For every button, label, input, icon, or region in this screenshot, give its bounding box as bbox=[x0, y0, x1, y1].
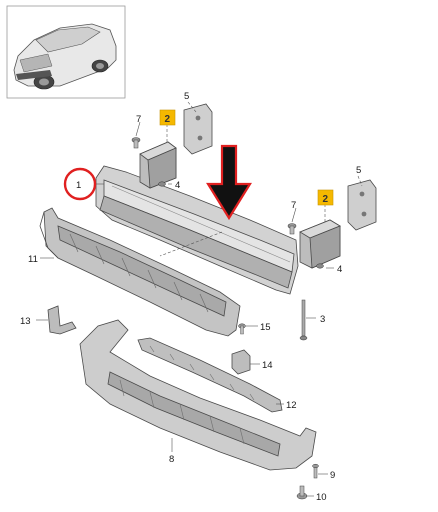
part-7-left-bolt bbox=[131, 137, 141, 149]
car-thumbnail bbox=[6, 5, 126, 99]
part-9-pin bbox=[312, 463, 319, 479]
callout-5-left: 5 bbox=[184, 91, 189, 102]
callout-15: 15 bbox=[260, 322, 271, 333]
callout-7-right: 7 bbox=[291, 200, 296, 211]
part-11-absorber bbox=[39, 207, 241, 337]
callout-8: 8 bbox=[169, 454, 174, 465]
part-10-clip bbox=[296, 485, 308, 500]
callout-1: 1 bbox=[76, 180, 81, 191]
badge-2-left bbox=[159, 109, 176, 126]
part-3-bolt bbox=[299, 299, 308, 341]
part-5-left-plate bbox=[183, 103, 213, 155]
callout-7-left: 7 bbox=[136, 114, 141, 125]
part-15-screw bbox=[238, 323, 246, 335]
callout-11: 11 bbox=[28, 254, 38, 265]
part-4-left-nut bbox=[158, 181, 166, 187]
callout-4-left: 4 bbox=[175, 180, 180, 191]
badge-2-right bbox=[317, 189, 334, 206]
callout-9: 9 bbox=[330, 470, 335, 481]
callout-2-left: 2 bbox=[165, 114, 171, 125]
part-4-right-nut bbox=[316, 263, 324, 269]
part-2-right-bracket bbox=[299, 219, 341, 269]
down-arrow-icon bbox=[206, 144, 252, 221]
callout-3: 3 bbox=[320, 314, 325, 325]
callout-5-right: 5 bbox=[356, 165, 361, 176]
callout-10: 10 bbox=[316, 492, 327, 503]
part-13-bracket bbox=[47, 305, 77, 335]
part-7-right-bolt bbox=[287, 223, 297, 235]
callout-14: 14 bbox=[262, 360, 273, 371]
callout-12: 12 bbox=[286, 400, 297, 411]
highlight-circle bbox=[63, 167, 97, 201]
callout-4-right: 4 bbox=[337, 264, 342, 275]
part-14-clip bbox=[231, 349, 251, 375]
callout-2-right: 2 bbox=[323, 194, 329, 205]
car-thumbnail-icon bbox=[13, 23, 117, 90]
part-12-strip bbox=[137, 337, 283, 413]
part-8-lower-cover bbox=[79, 319, 317, 471]
callout-13: 13 bbox=[20, 316, 31, 327]
part-5-right-plate bbox=[347, 179, 377, 231]
part-2-left-bracket bbox=[139, 141, 177, 189]
